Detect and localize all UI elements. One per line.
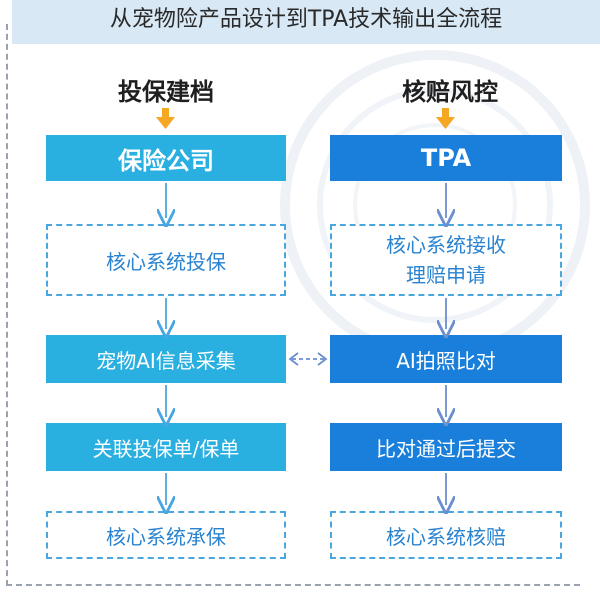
right-step-submit-after-compare: 比对通过后提交 — [330, 423, 562, 471]
insurance-company-box: 保险公司 — [46, 135, 286, 181]
title-band — [12, 0, 600, 44]
left-column-heading: 投保建档 — [118, 78, 214, 106]
left-step-policy-application: 核心系统投保 — [46, 224, 286, 296]
right-column-heading: 核赔风控 — [402, 78, 498, 106]
page-title: 从宠物险产品设计到TPA技术输出全流程 — [109, 7, 503, 32]
left-step-link-policy: 关联投保单/保单 — [46, 423, 286, 471]
outer-dashed-frame — [6, 24, 580, 586]
tpa-box: TPA — [330, 135, 562, 181]
right-orange-arrow-icon — [436, 108, 455, 129]
right-step-receive-claim: 核心系统接收 理赔申请 — [330, 224, 562, 296]
right-step-receive-claim-line1: 核心系统接收 — [386, 233, 506, 257]
right-step-claim-review: 核心系统核赔 — [330, 511, 562, 559]
left-step-underwriting: 核心系统承保 — [46, 511, 286, 559]
right-step-receive-claim-line2: 理赔申请 — [406, 263, 486, 287]
right-step-ai-photo-compare: AI拍照比对 — [330, 335, 562, 383]
bidirectional-dashed-arrow — [288, 352, 328, 366]
left-step-pet-ai-collection: 宠物AI信息采集 — [46, 335, 286, 383]
left-orange-arrow-icon — [156, 108, 175, 129]
